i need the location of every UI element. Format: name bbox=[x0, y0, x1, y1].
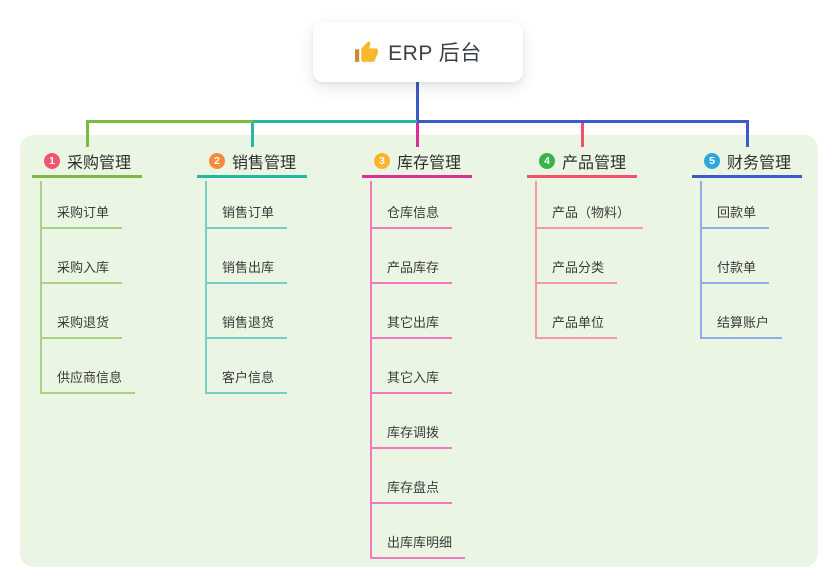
root-connector-line bbox=[415, 82, 419, 123]
child-node[interactable]: 其它出库 bbox=[370, 314, 453, 339]
branch-number-badge: 4 bbox=[539, 152, 555, 169]
branch-drop-line bbox=[580, 123, 584, 147]
branch-2: 2 销售管理销售订单销售出库销售退货客户信息 bbox=[197, 146, 367, 394]
branch-drop-line bbox=[745, 120, 749, 147]
child-node[interactable]: 库存调拨 bbox=[370, 424, 453, 449]
child-node[interactable]: 库存盘点 bbox=[370, 479, 453, 504]
branch-1-header[interactable]: 1 采购管理 bbox=[32, 146, 142, 178]
child-node[interactable]: 客户信息 bbox=[205, 369, 288, 394]
child-node[interactable]: 产品（物料） bbox=[535, 204, 644, 229]
branch-2-header[interactable]: 2 销售管理 bbox=[197, 146, 307, 178]
bus-segment-left bbox=[85, 120, 253, 123]
child-node[interactable]: 产品分类 bbox=[535, 259, 618, 284]
child-node[interactable]: 销售订单 bbox=[205, 204, 288, 229]
child-node[interactable]: 采购订单 bbox=[40, 204, 123, 229]
branches-panel bbox=[20, 135, 818, 567]
branch-drop-line bbox=[85, 120, 89, 147]
branch-4-header[interactable]: 4 产品管理 bbox=[527, 146, 637, 178]
branch-5-header[interactable]: 5 财务管理 bbox=[692, 146, 802, 178]
branch-title: 产品管理 bbox=[562, 154, 627, 172]
root-title: ERP 后台 bbox=[388, 42, 482, 65]
branch-title: 库存管理 bbox=[397, 154, 462, 172]
child-node[interactable]: 产品单位 bbox=[535, 314, 618, 339]
branch-drop-line bbox=[250, 123, 254, 147]
thumbs-up-icon bbox=[355, 40, 379, 62]
root-node[interactable]: ERP 后台 bbox=[313, 22, 523, 82]
child-node[interactable]: 销售退货 bbox=[205, 314, 288, 339]
branch-number-badge: 3 bbox=[374, 152, 390, 169]
child-node[interactable]: 销售出库 bbox=[205, 259, 288, 284]
branch-number-badge: 2 bbox=[209, 152, 225, 169]
branch-spine-line bbox=[205, 181, 207, 394]
branch-3: 3 库存管理仓库信息产品库存其它出库其它入库库存调拨库存盘点出库库明细 bbox=[362, 146, 532, 559]
child-node[interactable]: 结算账户 bbox=[700, 314, 783, 339]
bus-segment-right bbox=[416, 120, 749, 123]
branch-spine-line bbox=[370, 181, 372, 559]
branch-drop-line bbox=[415, 123, 419, 147]
branch-spine-line bbox=[700, 181, 702, 339]
child-node[interactable]: 采购退货 bbox=[40, 314, 123, 339]
child-node[interactable]: 出库库明细 bbox=[370, 534, 466, 559]
branch-title: 财务管理 bbox=[727, 154, 792, 172]
child-node[interactable]: 付款单 bbox=[700, 259, 770, 284]
child-node[interactable]: 回款单 bbox=[700, 204, 770, 229]
child-node[interactable]: 产品库存 bbox=[370, 259, 453, 284]
branch-title: 销售管理 bbox=[232, 154, 297, 172]
branch-spine-line bbox=[40, 181, 42, 394]
child-node[interactable]: 采购入库 bbox=[40, 259, 123, 284]
branch-title: 采购管理 bbox=[67, 154, 132, 172]
branch-3-header[interactable]: 3 库存管理 bbox=[362, 146, 472, 178]
bus-segment-mid bbox=[252, 120, 417, 123]
branch-spine-line bbox=[535, 181, 537, 339]
branch-number-badge: 1 bbox=[44, 152, 60, 169]
branch-1: 1 采购管理采购订单采购入库采购退货供应商信息 bbox=[32, 146, 202, 394]
child-node[interactable]: 仓库信息 bbox=[370, 204, 453, 229]
branch-5: 5 财务管理回款单付款单结算账户 bbox=[692, 146, 839, 339]
branch-number-badge: 5 bbox=[704, 152, 720, 169]
child-node[interactable]: 其它入库 bbox=[370, 369, 453, 394]
child-node[interactable]: 供应商信息 bbox=[40, 369, 136, 394]
branch-4: 4 产品管理产品（物料） 产品分类产品单位 bbox=[527, 146, 697, 339]
